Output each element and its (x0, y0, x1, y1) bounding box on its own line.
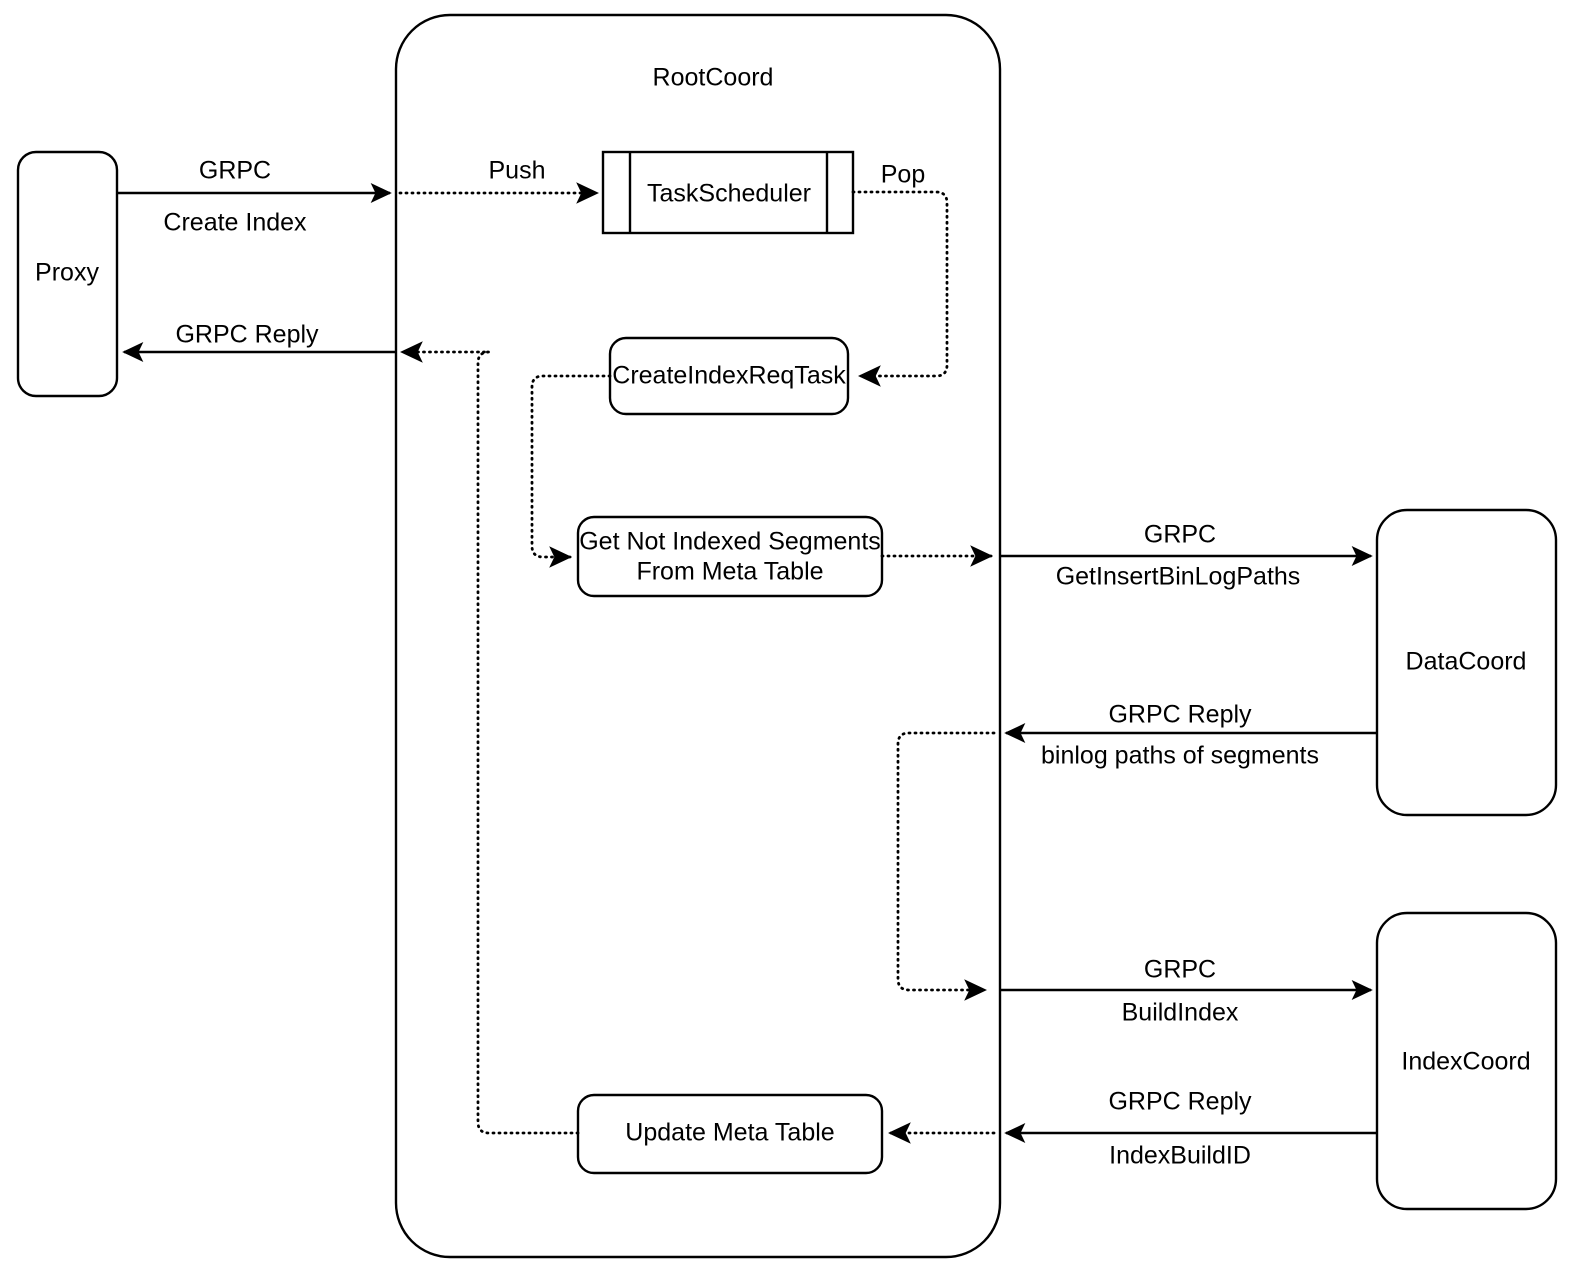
rootcoord-container (394, 13, 1002, 1259)
edge-label-grpc-reply-indexcoord: GRPC Reply (1108, 1088, 1252, 1116)
edge-label-grpc-to-datacoord: GRPC (1144, 521, 1216, 549)
edge-update-meta-table-to-grpc-reply (400, 341, 580, 1135)
edge-label-build-index: BuildIndex (1122, 999, 1239, 1027)
task-scheduler-node[interactable] (601, 150, 855, 235)
edge-label-grpc-reply-datacoord: GRPC Reply (1108, 701, 1252, 729)
edge-binlog-reply-to-buildindex (896, 731, 996, 1001)
create-index-req-task-label: CreateIndexReqTask (612, 362, 846, 390)
proxy-node[interactable] (16, 150, 119, 398)
indexcoord-node[interactable] (1375, 911, 1558, 1211)
edge-label-binlog-paths: binlog paths of segments (1041, 742, 1319, 770)
edge-label-index-build-id: IndexBuildID (1109, 1142, 1251, 1170)
edge-label-get-insert-binlog-paths: GetInsertBinLogPaths (1056, 563, 1301, 591)
proxy-label: Proxy (35, 259, 99, 287)
edge-pop-to-create-index-req-task (851, 190, 949, 387)
datacoord-node[interactable] (1375, 508, 1558, 817)
edge-label-grpc-reply-proxy: GRPC Reply (175, 321, 319, 349)
edge-label-grpc-request: GRPC (199, 157, 271, 185)
rootcoord-label: RootCoord (653, 64, 774, 92)
datacoord-label: DataCoord (1406, 648, 1527, 676)
task-scheduler-label: TaskScheduler (647, 180, 811, 208)
edge-create-index-req-task-to-get-segments (530, 374, 612, 568)
edge-label-push: Push (489, 157, 546, 185)
update-meta-table-label: Update Meta Table (625, 1119, 834, 1147)
indexcoord-label: IndexCoord (1401, 1048, 1530, 1076)
get-not-indexed-segments-line2: From Meta Table (636, 558, 823, 586)
edge-label-create-index: Create Index (163, 209, 307, 237)
edge-label-pop: Pop (881, 161, 925, 189)
edge-label-grpc-to-indexcoord: GRPC (1144, 956, 1216, 984)
get-not-indexed-segments-line1: Get Not Indexed Segments (579, 528, 881, 556)
